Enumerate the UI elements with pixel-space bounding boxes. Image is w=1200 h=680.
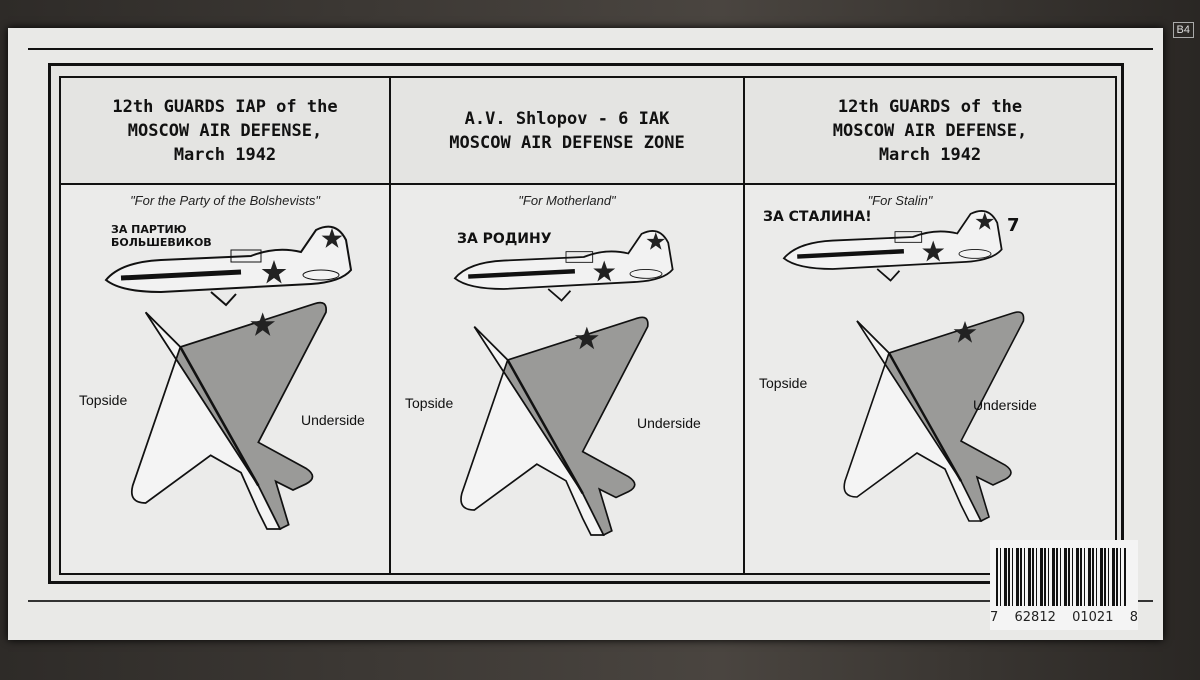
topside-label: Topside [759, 375, 808, 391]
underside-label: Underside [301, 412, 365, 428]
cyrillic-slogan: ЗА СТАЛИНА! [763, 209, 872, 225]
underside-label: Underside [637, 415, 701, 431]
topside-label: Topside [405, 395, 454, 411]
cyrillic-slogan: ЗА РОДИНУ [457, 231, 552, 247]
topside-label: Topside [79, 392, 128, 408]
motto: "For Stalin" [867, 193, 933, 208]
aircraft-drawing [61, 185, 389, 573]
barcode-bars [996, 548, 1126, 606]
underside-label: Underside [973, 397, 1037, 413]
corner-label: B4 [1172, 22, 1194, 38]
motto: "For the Party of the Bolshevists" [130, 193, 320, 208]
tail-number: 7 [1007, 215, 1020, 236]
aircraft-drawing [391, 185, 743, 573]
motto: "For Motherland" [518, 193, 616, 208]
divider [28, 600, 1153, 602]
divider [28, 48, 1153, 50]
